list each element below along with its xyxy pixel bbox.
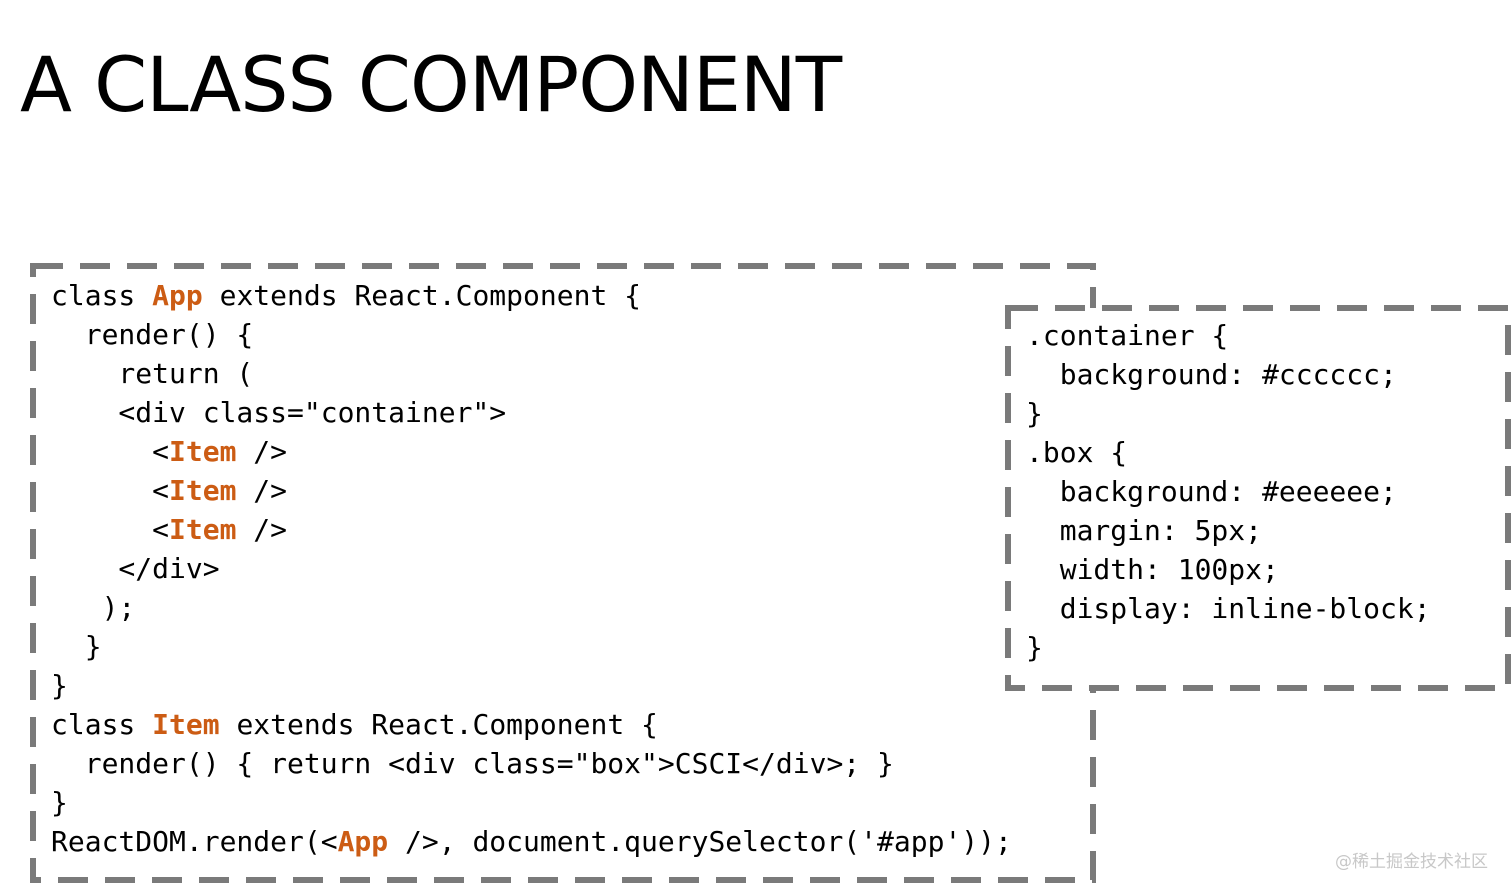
code-text: />, document.querySelector('#app'));	[388, 825, 1012, 858]
code-text: .box {	[1026, 436, 1128, 469]
code-text: extends React.Component {	[202, 279, 642, 312]
react-code-panel: class App extends React.Component { rend…	[30, 263, 1096, 883]
code-line: }	[51, 783, 1012, 822]
code-identifier-highlight: Item	[169, 474, 237, 507]
code-line: <div class="container">	[51, 393, 1012, 432]
code-text: }	[51, 669, 68, 702]
code-text: }	[51, 630, 102, 663]
code-identifier-highlight: App	[152, 279, 203, 312]
code-text: width: 100px;	[1026, 553, 1279, 586]
code-line: <Item />	[51, 510, 1012, 549]
code-text: margin: 5px;	[1026, 514, 1263, 547]
code-line: <Item />	[51, 471, 1012, 510]
code-line: return (	[51, 354, 1012, 393]
code-line: background: #cccccc;	[1026, 355, 1431, 394]
code-line: );	[51, 588, 1012, 627]
code-line: render() {	[51, 315, 1012, 354]
code-identifier-highlight: App	[337, 825, 389, 858]
code-identifier-highlight: Item	[152, 708, 220, 741]
css-code-block: .container { background: #cccccc;} .box {…	[1026, 316, 1431, 667]
code-text: <	[51, 474, 170, 507]
code-text: />	[236, 474, 288, 507]
code-line: width: 100px;	[1026, 550, 1431, 589]
code-text: extends React.Component {	[219, 708, 658, 741]
code-text: background: #eeeeee;	[1026, 475, 1397, 508]
code-text: }	[1026, 631, 1043, 664]
code-line: </div>	[51, 549, 1012, 588]
code-text: />	[236, 435, 288, 468]
code-text: class	[51, 279, 153, 312]
react-code-block: class App extends React.Component { rend…	[51, 276, 1012, 861]
code-line: margin: 5px;	[1026, 511, 1431, 550]
code-line: <Item />	[51, 432, 1012, 471]
code-line: .box {	[1026, 433, 1431, 472]
watermark: @稀土掘金技术社区	[1335, 852, 1488, 872]
code-text: </div>	[51, 552, 220, 585]
code-line: background: #eeeeee;	[1026, 472, 1431, 511]
code-line: }	[51, 627, 1012, 666]
code-line: display: inline-block;	[1026, 589, 1431, 628]
code-identifier-highlight: Item	[169, 435, 237, 468]
code-text: ReactDOM.render(<	[51, 825, 338, 858]
css-code-panel: .container { background: #cccccc;} .box {…	[1005, 305, 1511, 691]
slide-title: A CLASS COMPONENT	[20, 40, 842, 129]
code-line: }	[1026, 394, 1431, 433]
code-text: display: inline-block;	[1026, 592, 1431, 625]
code-line: class Item extends React.Component {	[51, 705, 1012, 744]
code-line: }	[1026, 628, 1431, 667]
code-text: class	[51, 708, 153, 741]
code-text: );	[51, 591, 136, 624]
code-line: }	[51, 666, 1012, 705]
code-text: <	[51, 513, 170, 546]
code-text: }	[51, 786, 68, 819]
dashed-border	[1005, 305, 1511, 691]
code-text: render() {	[51, 318, 254, 351]
code-text: />	[236, 513, 288, 546]
code-text: return (	[51, 357, 254, 390]
code-text: <	[51, 435, 170, 468]
code-text: <div class="container">	[51, 396, 507, 429]
code-identifier-highlight: Item	[169, 513, 237, 546]
code-line: class App extends React.Component {	[51, 276, 1012, 315]
code-text: render() { return <div class="box">CSCI<…	[51, 747, 894, 780]
code-line: .container {	[1026, 316, 1431, 355]
code-line: render() { return <div class="box">CSCI<…	[51, 744, 1012, 783]
code-text: background: #cccccc;	[1026, 358, 1397, 391]
code-text: }	[1026, 397, 1043, 430]
code-text: .container {	[1026, 319, 1229, 352]
code-line: ReactDOM.render(<App />, document.queryS…	[51, 822, 1012, 861]
